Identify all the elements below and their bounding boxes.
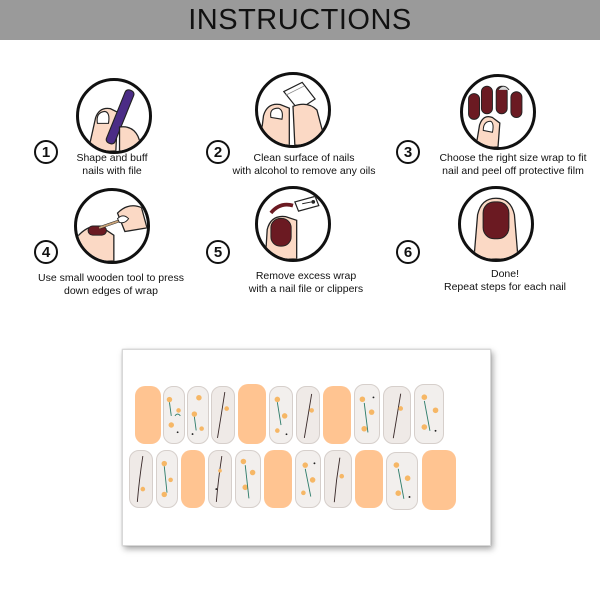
step-2-text: Clean surface of nails with alcohol to r… <box>232 152 376 177</box>
nail-wrap-strip <box>296 386 320 444</box>
nail-wrap-strip <box>181 450 205 508</box>
step-4-text: Use small wooden tool to press down edge… <box>38 272 184 297</box>
nail-wrap-strip <box>324 450 352 508</box>
step-5-number: 5 <box>206 240 230 264</box>
nail-wrap-strip <box>295 450 321 508</box>
step-2-number: 2 <box>206 140 230 164</box>
finished-nail-icon <box>458 186 534 262</box>
nail-file-icon <box>76 78 152 154</box>
nail-wrap-strip <box>269 386 293 444</box>
nail-wrap-strip <box>323 386 351 444</box>
nail-wrap-strip <box>238 384 266 444</box>
nail-wrap-strip <box>129 450 153 508</box>
nail-wrap-strip <box>135 386 161 444</box>
nail-wrap-strip <box>414 384 444 444</box>
nail-wrap-strip <box>208 450 232 508</box>
step-1-text: Shape and buff nails with file <box>76 152 148 177</box>
instructions-banner: INSTRUCTIONS <box>0 0 600 40</box>
step-4-number: 4 <box>34 240 58 264</box>
step-4: 4 Use small wooden tool to press down ed… <box>0 186 200 316</box>
step-1-number: 1 <box>34 140 58 164</box>
step-3: 3 Choose the right size wrap to fit nail… <box>396 70 600 200</box>
nail-wrap-strip <box>187 386 209 444</box>
step-6: 6 Done! Repeat steps for each nail <box>396 186 600 316</box>
nail-wrap-strip <box>264 450 292 508</box>
step-6-text: Done! Repeat steps for each nail <box>444 268 566 293</box>
banner-title: INSTRUCTIONS <box>188 3 412 36</box>
wooden-tool-icon <box>74 188 150 264</box>
nail-wrap-strip <box>211 386 235 444</box>
step-6-number: 6 <box>396 240 420 264</box>
step-2: 2 Clean surface of nails with alcohol to… <box>200 70 400 200</box>
step-1: 1 Shape and buff nails with file <box>0 70 200 200</box>
fit-wrap-icon <box>460 74 536 150</box>
step-3-text: Choose the right size wrap to fit nail a… <box>439 152 587 177</box>
nail-wrap-strip <box>235 450 261 508</box>
nail-wrap-strip <box>354 384 380 444</box>
nail-wrap-strip <box>156 450 178 508</box>
nail-wrap-strip <box>422 450 456 510</box>
nail-wrap-strip <box>383 386 411 444</box>
clipper-icon <box>255 186 331 262</box>
nail-wrap-strip <box>163 386 185 444</box>
nail-wrap-strip <box>386 452 418 510</box>
alcohol-pad-icon <box>255 72 331 148</box>
step-3-number: 3 <box>396 140 420 164</box>
nail-wrap-sheet <box>122 349 491 546</box>
step-5-text: Remove excess wrap with a nail file or c… <box>248 270 364 295</box>
step-5: 5 Remove excess wrap with a nail file or… <box>200 186 400 316</box>
nail-wrap-strip <box>355 450 383 508</box>
